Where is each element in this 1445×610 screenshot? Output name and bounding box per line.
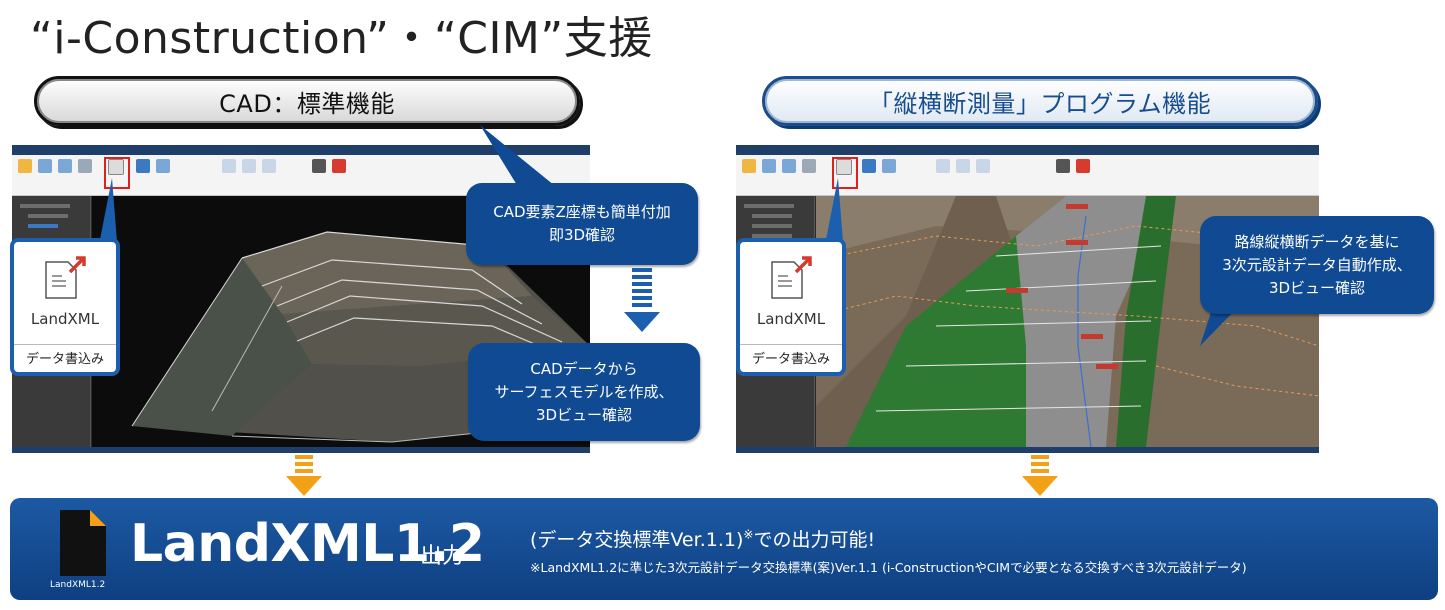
data-write-caption: データ書込み: [25, 352, 104, 367]
ribbon-icon: [802, 159, 816, 173]
ribbon-icon: [38, 159, 52, 173]
section-header-survey: 「縦横断測量」プログラム機能: [762, 76, 1318, 126]
landxml-write-button-zoom: LandXML データ書込み: [736, 238, 846, 376]
data-write-caption: データ書込み: [751, 352, 830, 367]
callout-z-coordinate: CAD要素Z座標も簡単付加 即3D確認: [466, 183, 698, 265]
ribbon-icon: [976, 159, 990, 173]
3d-viewport: [815, 196, 1319, 448]
tree-item: [744, 204, 794, 208]
ribbon-icon: [136, 159, 150, 173]
callout-line: 3次元設計データ自動作成、: [1222, 255, 1412, 274]
down-arrow-icon: [624, 268, 660, 332]
ribbon-icon: [742, 159, 756, 173]
section-header-survey-label: 「縦横断測量」プログラム機能: [868, 89, 1212, 118]
tree-item: [20, 204, 70, 208]
landxml-label: LandXML: [756, 310, 826, 328]
callout-surface-model: CADデータから サーフェスモデルを作成、 3Dビュー確認: [468, 343, 700, 441]
window-titlebar: [736, 145, 1319, 155]
highlight-frame: [104, 157, 130, 189]
ribbon-icon: [782, 159, 796, 173]
callout-route-design: 路線縦横断データを基に 3次元設計データ自動作成、 3Dビュー確認: [1200, 216, 1434, 314]
tree-item: [28, 224, 58, 228]
ribbon-icon: [242, 159, 256, 173]
callout-line: 路線縦横断データを基に: [1234, 232, 1400, 251]
down-arrow-icon: [1022, 455, 1058, 496]
landxml-file-icon: [42, 256, 88, 302]
landxml-write-button-zoom: LandXML データ書込み: [10, 238, 120, 376]
survey-screenshot: [736, 145, 1319, 453]
banner-main-suffix: での出力可能!: [753, 529, 876, 551]
window-titlebar: [12, 145, 590, 155]
ribbon-icon: [882, 159, 896, 173]
ribbon-icon: [1056, 159, 1070, 173]
section-header-cad-label: CAD：標準機能: [219, 89, 395, 118]
ribbon-icon: [58, 159, 72, 173]
file-icon-caption: LandXML1.2: [50, 580, 106, 590]
banner-footnote: ※LandXML1.2に準じた3次元設計データ交換標準(案)Ver.1.1 (i…: [530, 560, 1247, 575]
ribbon-icon: [332, 159, 346, 173]
ribbon-icon: [312, 159, 326, 173]
landxml-file-icon: [768, 256, 814, 302]
banner-output-label: 出力: [420, 544, 465, 569]
page-title: “i-Construction”・“CIM”支援: [30, 13, 653, 64]
ribbon-icon: [262, 159, 276, 173]
callout-line: CAD要素Z座標も簡単付加: [493, 203, 671, 221]
divider: [740, 344, 842, 345]
ribbon-icon: [108, 159, 124, 175]
ribbon-icon: [156, 159, 170, 173]
landxml-output-banner: LandXML1.2 LandXML1.2 出力 (データ交換標準Ver.1.1…: [10, 498, 1438, 600]
ribbon-icon: [18, 159, 32, 173]
statusbar: [736, 447, 1319, 453]
road-terrain-graphic: [815, 196, 1319, 448]
tree-item: [752, 224, 792, 228]
banner-main-text: (データ交換標準Ver.1.1)※での出力可能!: [530, 525, 875, 552]
ribbon-icon: [936, 159, 950, 173]
ribbon-icon: [836, 159, 852, 175]
tree-item: [28, 214, 68, 218]
note-mark: ※: [743, 527, 754, 542]
tree-item: [752, 234, 792, 238]
statusbar: [12, 447, 590, 453]
landxml-label: LandXML: [30, 310, 100, 328]
ribbon-icon: [862, 159, 876, 173]
section-header-cad: CAD：標準機能: [34, 76, 580, 126]
banner-headline: LandXML1.2: [130, 514, 485, 574]
callout-line: サーフェスモデルを作成、: [494, 382, 674, 401]
divider: [14, 344, 116, 345]
callout-line: CADデータから: [530, 359, 638, 378]
ribbon-icon: [222, 159, 236, 173]
document-file-icon: [60, 510, 106, 576]
highlight-frame: [832, 157, 858, 189]
ribbon-icon: [1076, 159, 1090, 173]
down-arrow-icon: [286, 455, 322, 496]
tree-item: [752, 214, 792, 218]
ribbon-icon: [78, 159, 92, 173]
callout-line: 3Dビュー確認: [1268, 278, 1366, 297]
callout-line: 3Dビュー確認: [535, 405, 633, 424]
ribbon-icon: [762, 159, 776, 173]
callout-line: 即3D確認: [548, 226, 616, 244]
banner-main-label: (データ交換標準Ver.1.1): [530, 529, 744, 551]
ribbon-icon: [956, 159, 970, 173]
